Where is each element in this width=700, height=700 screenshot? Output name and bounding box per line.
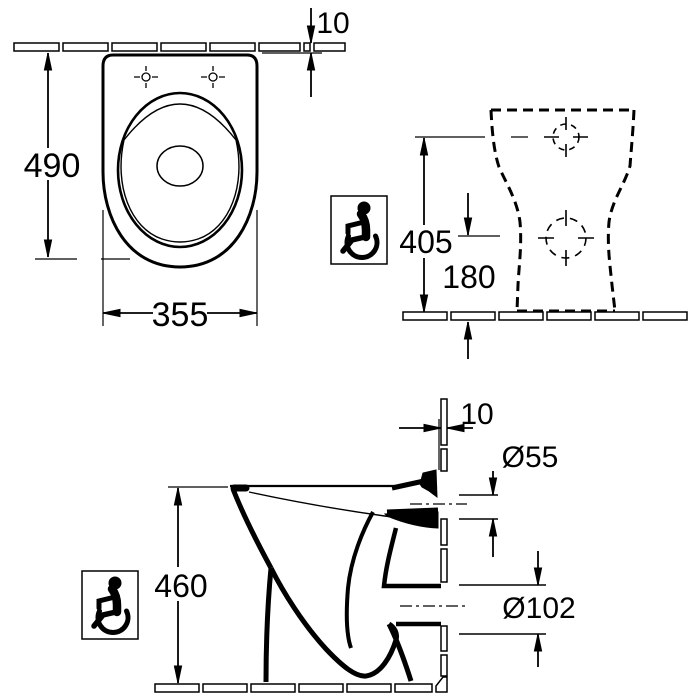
bowl-profile-side xyxy=(230,484,441,683)
top-view xyxy=(13,42,346,269)
dim-label-outlet-height: 180 xyxy=(442,259,495,295)
bowl-outline-top xyxy=(101,53,259,269)
side-floor-tiles xyxy=(154,676,448,693)
dim-width xyxy=(102,210,258,326)
dim-height xyxy=(168,486,228,684)
inlet-center-mark xyxy=(544,117,588,157)
seat-inner-ring xyxy=(120,139,240,243)
water-surface xyxy=(156,145,204,187)
dim-label-side-wall: 10 xyxy=(460,398,493,431)
inlet-spigot xyxy=(383,469,467,529)
rear-view xyxy=(402,108,688,321)
outlet-center-mark xyxy=(538,210,594,266)
seat-outer-ring xyxy=(116,91,244,249)
rear-floor-tiles xyxy=(402,311,688,321)
dim-label-inlet-height: 405 xyxy=(399,224,452,260)
accessibility-icon xyxy=(330,195,388,265)
dim-label-width: 355 xyxy=(152,296,209,334)
dim-outlet-height xyxy=(458,193,500,359)
side-view xyxy=(154,398,467,693)
dim-top-gap xyxy=(262,8,322,97)
accessibility-icon xyxy=(81,570,139,640)
rear-outline xyxy=(489,108,636,313)
dim-label-inlet-dia: Ø55 xyxy=(502,441,559,474)
dim-inlet-dia xyxy=(459,471,498,557)
dim-label-depth: 490 xyxy=(24,147,81,185)
hinge-center-mark-left xyxy=(134,66,158,88)
dim-label-height: 460 xyxy=(154,568,207,604)
wall-tiles xyxy=(13,42,346,52)
hinge-center-mark-right xyxy=(201,66,225,88)
side-wall-tiles xyxy=(440,398,448,677)
dim-side-wall xyxy=(399,419,473,470)
dim-label-top-gap: 10 xyxy=(316,7,349,40)
dim-depth xyxy=(35,52,130,260)
dim-label-outlet-dia: Ø102 xyxy=(502,592,575,625)
dim-outlet-dia xyxy=(459,551,546,667)
dim-inlet-height xyxy=(415,136,528,313)
seat-front-crescent xyxy=(123,103,237,141)
